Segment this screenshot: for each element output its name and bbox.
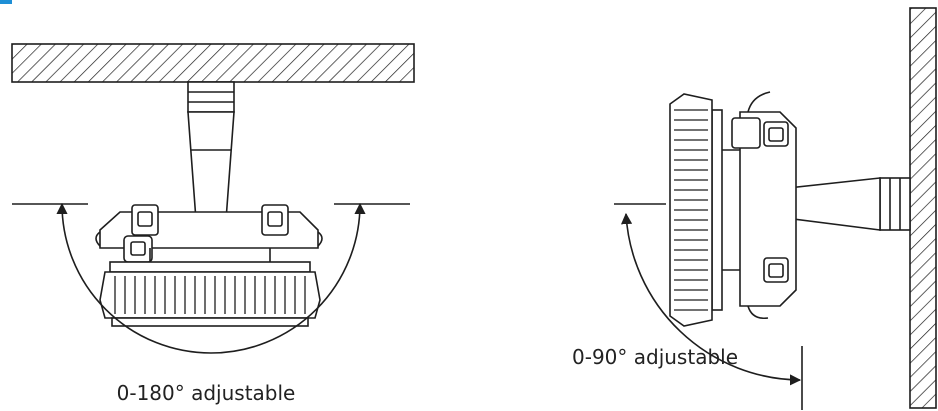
ceiling-heatsink [99,261,321,327]
ceiling-adjust-arc [56,202,366,354]
ceiling-mount-label: 0-180° adjustable [117,381,296,405]
wall-heatsink [669,93,723,327]
wall-slab [909,7,937,409]
wall-driver-housing [720,91,797,320]
ceiling-slab [11,43,415,83]
wall-mount-diagram [614,7,937,410]
ceiling-driver-housing [95,204,323,263]
wall-mount-label: 0-90° adjustable [572,345,738,369]
ceiling-mount-diagram [11,43,415,354]
corner-mark [0,0,12,4]
wall-adjust-arc [620,212,802,386]
